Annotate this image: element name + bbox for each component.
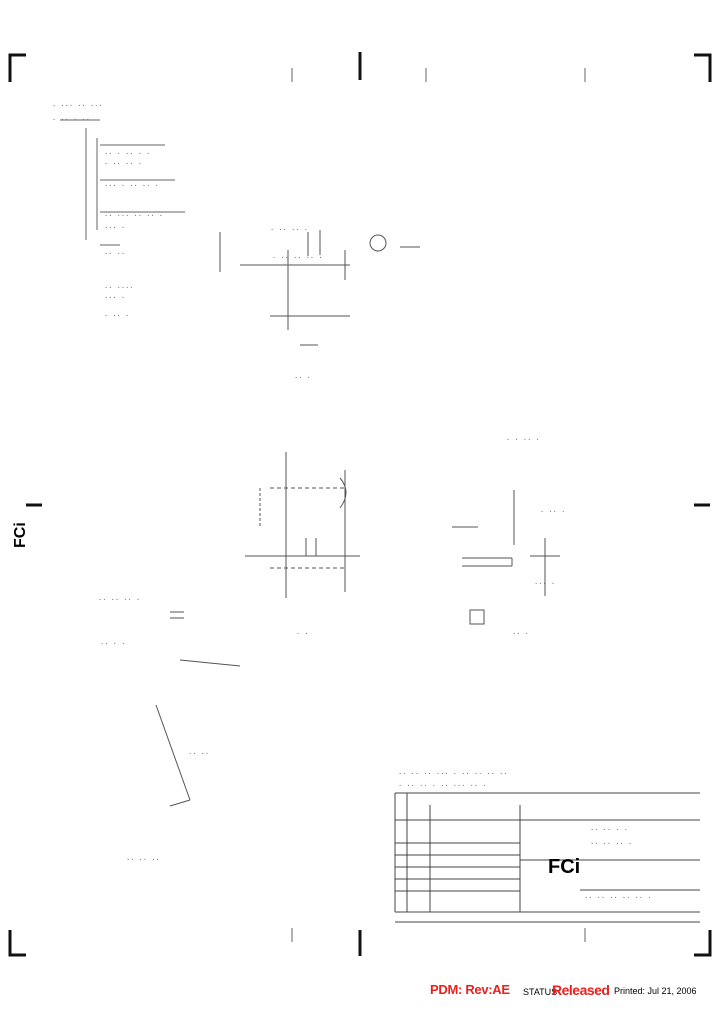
status-label: STATUS — [523, 987, 558, 997]
callout-text: · ·· ·· · — [104, 160, 142, 168]
callout-text: ··· · — [104, 294, 126, 302]
dimension-text: · ·· · — [540, 508, 566, 516]
view-caption: ·· · — [294, 374, 311, 382]
title-text: ·· ·· · · — [590, 826, 628, 834]
detail-d — [155, 611, 241, 807]
callout-text: ·· ·· ·· — [126, 856, 160, 864]
dimension-text: · · ·· · — [506, 436, 540, 444]
view-a — [219, 230, 420, 346]
callout-tree — [60, 119, 185, 246]
view-caption: · · — [296, 630, 309, 638]
status-value: Released — [552, 982, 610, 998]
callout-text: ··· · — [104, 224, 126, 232]
fci-logo-icon: FCi — [12, 522, 29, 548]
callout-text: ·· · ·· · · — [104, 150, 151, 158]
dimension-text: ·· ·· ·· · — [98, 596, 141, 604]
view-caption: ·· · — [512, 630, 529, 638]
title-text: ·· ·· ·· ·· ·· · — [584, 894, 652, 902]
callout-text: · ·· · — [104, 312, 130, 320]
title-block — [394, 792, 700, 923]
dimension-text: ··· · — [534, 580, 556, 588]
dimension-text: · ·· ·· ·· · — [272, 254, 323, 262]
callout-text: ··· · ·· ·· · — [104, 182, 159, 190]
callout-text: ·· ···· — [104, 284, 134, 292]
dimension-text: · ·· ·· · — [270, 226, 308, 234]
callout-text: · ·· · ·· — [52, 116, 90, 124]
view-b — [245, 452, 360, 598]
callout-text: ·· ·· — [104, 250, 126, 258]
callout-text: - ··· ·· ··· — [52, 102, 103, 110]
notes-text: ·· ·· ·· ··· · ·· ·· ·· ·· — [398, 770, 508, 778]
fci-logo-icon: FCi — [548, 856, 581, 878]
crop-marks — [8, 52, 712, 957]
callout-text: ·· ·· — [188, 750, 210, 758]
pdm-revision: PDM: Rev:AE — [430, 982, 510, 997]
side-logo: FCi — [12, 522, 30, 548]
title-block-logo: FCi — [548, 856, 580, 879]
printed-date: Printed: Jul 21, 2006 — [614, 986, 697, 996]
callout-text: ·· ··· ·· ·· · — [104, 212, 164, 220]
notes-text: · ·· ·· · ·· ··· ·· · — [398, 782, 487, 790]
view-c — [452, 490, 560, 625]
dimension-text: ·· · · — [100, 640, 126, 648]
title-text: ·· ·· ·· · — [590, 840, 633, 848]
